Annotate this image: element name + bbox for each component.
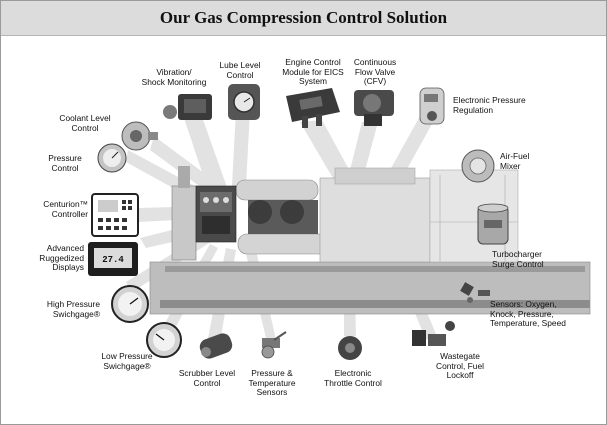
pt-sensor-icon xyxy=(261,331,287,359)
page-title: Our Gas Compression Control Solution xyxy=(159,8,448,27)
lower-pipe xyxy=(237,233,329,255)
label-vibration: Vibration/Shock Monitoring xyxy=(141,67,207,87)
scrubber-vessel xyxy=(171,185,197,261)
cylinder-head-1 xyxy=(248,200,272,224)
beam-vibration xyxy=(182,100,228,196)
air-fuel-mixer-icon xyxy=(461,149,495,183)
coolant-level-icon xyxy=(121,121,158,151)
title-bar: Our Gas Compression Control Solution xyxy=(1,1,606,36)
skid-rail xyxy=(165,266,585,272)
scrubber-icon xyxy=(199,333,233,359)
sensor-icon xyxy=(460,282,490,303)
beam-ecm xyxy=(300,120,352,180)
vessel-top xyxy=(178,166,190,188)
skid-lower-rail xyxy=(160,300,590,308)
lube-level-icon xyxy=(228,84,260,120)
beam-lube xyxy=(232,110,250,186)
lp-gauge-icon xyxy=(146,322,182,358)
turbo-surge-icon xyxy=(477,203,509,245)
panel-switches xyxy=(202,216,230,234)
wastegate-icon xyxy=(412,321,455,346)
beam-coolant xyxy=(150,136,216,194)
pressure-gauge-icon xyxy=(97,143,127,173)
throttle-icon xyxy=(338,336,362,360)
display-readout: 27.4 xyxy=(102,255,124,265)
upper-pipe xyxy=(235,179,319,201)
hp-gauge-icon xyxy=(111,285,149,323)
engine-control-module-icon xyxy=(286,88,340,128)
pressure-regulator-icon xyxy=(419,87,445,125)
flow-valve-icon xyxy=(354,90,394,126)
vibration-monitor-icon xyxy=(163,94,212,120)
compressor-package xyxy=(149,166,591,315)
cylinder-head-2 xyxy=(280,200,304,224)
display-panel-icon: 27.4 xyxy=(88,242,138,276)
beam-cfv xyxy=(348,122,378,182)
label-sensors: Sensors: Oxygen,Knock, Pressure,Temperat… xyxy=(490,299,566,329)
engine-top xyxy=(334,167,416,185)
centurion-controller-icon xyxy=(91,193,139,237)
engine-block xyxy=(319,177,431,263)
